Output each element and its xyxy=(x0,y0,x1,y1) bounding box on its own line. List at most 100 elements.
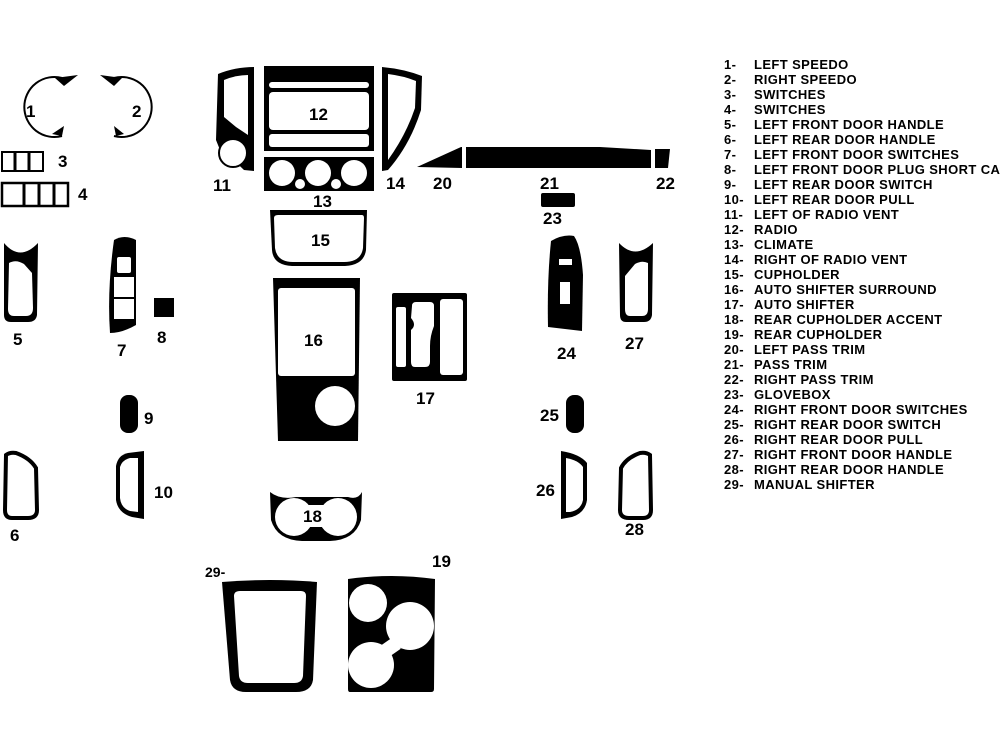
part-3-switches[interactable]: 3 xyxy=(1,151,67,172)
legend-item-label: AUTO SHIFTER xyxy=(754,297,855,312)
part-28-right-rear-door-handle[interactable]: 28 xyxy=(617,450,654,539)
legend-item-label: LEFT FRONT DOOR SWITCHES xyxy=(754,147,960,162)
legend-item-label: GLOVEBOX xyxy=(754,387,831,402)
legend-item-label: REAR CUPHOLDER xyxy=(754,327,883,342)
legend-item-number: 4- xyxy=(724,102,737,117)
part-16-auto-shifter-surround[interactable]: 16 xyxy=(273,278,360,441)
part-label: 4 xyxy=(78,185,88,204)
legend-item: 17- AUTO SHIFTER xyxy=(724,297,1000,312)
part-14-right-of-radio-vent[interactable]: 14 xyxy=(382,67,422,193)
legend-item-label: REAR CUPHOLDER ACCENT xyxy=(754,312,943,327)
legend-item-number: 16- xyxy=(724,282,744,297)
part-23-glovebox[interactable]: 23 xyxy=(541,193,575,228)
part-21-pass-trim[interactable]: 21 xyxy=(466,147,651,193)
part-label: 27 xyxy=(625,334,644,353)
part-11-left-of-radio-vent[interactable]: 11 xyxy=(213,67,254,195)
part-20-left-pass-trim[interactable]: 20 xyxy=(417,147,462,193)
legend-item: 22-RIGHT PASS TRIM xyxy=(724,372,1000,387)
part-label: 8 xyxy=(157,328,166,347)
legend-item: 8-LEFT FRONT DOOR PLUG SHORT CAB xyxy=(724,162,1000,177)
legend-item-number: 17- xyxy=(724,297,744,312)
part-1-left-speedo[interactable]: 1 xyxy=(23,75,78,138)
part-24-right-front-door-switches[interactable]: 24 xyxy=(547,235,583,363)
legend-item-label: LEFT SPEEDO xyxy=(754,57,849,72)
legend-item-number: 29- xyxy=(724,477,744,492)
legend-item-number: 27- xyxy=(724,447,744,462)
part-label: 16 xyxy=(304,331,323,350)
part-6-left-rear-door-handle[interactable]: 6 xyxy=(2,450,40,545)
part-9-left-rear-door-switch[interactable]: 9 xyxy=(120,395,153,433)
legend-item-number: 14- xyxy=(724,252,744,267)
legend-item-number: 23- xyxy=(724,387,744,402)
legend-item-label: LEFT REAR DOOR HANDLE xyxy=(754,132,936,147)
part-22-right-pass-trim[interactable]: 22 xyxy=(655,149,675,193)
legend-item-label: PASS TRIM xyxy=(754,357,828,372)
part-label: 15 xyxy=(311,231,330,250)
part-label: 1 xyxy=(26,102,35,121)
legend-item-number: 10- xyxy=(724,192,744,207)
part-8-left-front-door-plug-short-cab[interactable]: 8 xyxy=(154,298,174,347)
legend-item-number: 13- xyxy=(724,237,744,252)
legend-item-number: 8- xyxy=(724,162,737,177)
legend-item-label: SWITCHES xyxy=(754,87,826,102)
legend-item-number: 7- xyxy=(724,147,737,162)
legend-item-label: AUTO SHIFTER SURROUND xyxy=(754,282,937,297)
legend-item: 24-RIGHT FRONT DOOR SWITCHES xyxy=(724,402,1000,417)
part-label: 29- xyxy=(205,564,226,580)
part-2-right-speedo[interactable]: 2 xyxy=(100,75,153,138)
legend-item-label: RIGHT FRONT DOOR HANDLE xyxy=(754,447,953,462)
part-25-right-rear-door-switch[interactable]: 25 xyxy=(540,395,584,433)
legend-item: 28-RIGHT REAR DOOR HANDLE xyxy=(724,462,1000,477)
part-18-rear-cupholder-accent[interactable]: 18 xyxy=(270,492,362,541)
part-label: 13 xyxy=(313,192,332,211)
part-17-auto-shifter[interactable]: 17 xyxy=(392,293,467,408)
part-29-manual-shifter[interactable]: 29- xyxy=(205,564,317,692)
legend-item: 19- REAR CUPHOLDER xyxy=(724,327,1000,342)
part-19-rear-cupholder[interactable]: 19 xyxy=(348,552,451,692)
legend-item: 11-LEFT OF RADIO VENT xyxy=(724,207,1000,222)
part-13-climate[interactable]: 13 xyxy=(264,157,374,211)
legend-item: 26-RIGHT REAR DOOR PULL xyxy=(724,432,1000,447)
legend-item: 14-RIGHT OF RADIO VENT xyxy=(724,252,1000,267)
legend-item: 3-SWITCHES xyxy=(724,87,1000,102)
part-label: 25 xyxy=(540,406,559,425)
legend-item: 7- LEFT FRONT DOOR SWITCHES xyxy=(724,147,1000,162)
part-label: 20 xyxy=(433,174,452,193)
legend-item: 12-RADIO xyxy=(724,222,1000,237)
part-label: 5 xyxy=(13,330,22,349)
legend-item: 16- AUTO SHIFTER SURROUND xyxy=(724,282,1000,297)
legend-item: 13-CLIMATE xyxy=(724,237,1000,252)
legend-item: 4-SWITCHES xyxy=(724,102,1000,117)
part-15-cupholder[interactable]: 15 xyxy=(270,210,367,266)
part-label: 14 xyxy=(386,174,405,193)
part-7-left-front-door-switches[interactable]: 7 xyxy=(109,237,136,360)
legend-item-number: 11- xyxy=(724,207,744,222)
legend-item-number: 19- xyxy=(724,327,744,342)
legend-item-number: 18- xyxy=(724,312,744,327)
legend-item-label: RIGHT REAR DOOR HANDLE xyxy=(754,462,945,477)
part-5-left-front-door-handle[interactable]: 5 xyxy=(4,243,38,349)
part-label: 18 xyxy=(303,507,322,526)
legend-item-number: 21- xyxy=(724,357,744,372)
legend-item: 23- GLOVEBOX xyxy=(724,387,1000,402)
legend-item-number: 24- xyxy=(724,402,744,417)
legend-item-number: 22- xyxy=(724,372,744,387)
legend-item-label: LEFT FRONT DOOR HANDLE xyxy=(754,117,945,132)
legend-item-number: 9- xyxy=(724,177,737,192)
part-label: 12 xyxy=(309,105,328,124)
legend-item: 15-CUPHOLDER xyxy=(724,267,1000,282)
legend-item-label: MANUAL SHIFTER xyxy=(754,477,875,492)
part-26-right-rear-door-pull[interactable]: 26 xyxy=(536,451,587,519)
legend-item-label: RIGHT REAR DOOR SWITCH xyxy=(754,417,942,432)
part-4-switches[interactable]: 4 xyxy=(0,181,88,208)
legend-item: 29- MANUAL SHIFTER xyxy=(724,477,1000,492)
legend-item: 20-LEFT PASS TRIM xyxy=(724,342,1000,357)
part-27-right-front-door-handle[interactable]: 27 xyxy=(619,243,653,353)
legend-item-number: 26- xyxy=(724,432,744,447)
part-10-left-rear-door-pull[interactable]: 10 xyxy=(116,451,173,519)
part-12-radio[interactable]: 12 xyxy=(264,66,374,151)
legend-item-number: 20- xyxy=(724,342,744,357)
part-label: 24 xyxy=(557,344,576,363)
part-label: 3 xyxy=(58,152,67,171)
